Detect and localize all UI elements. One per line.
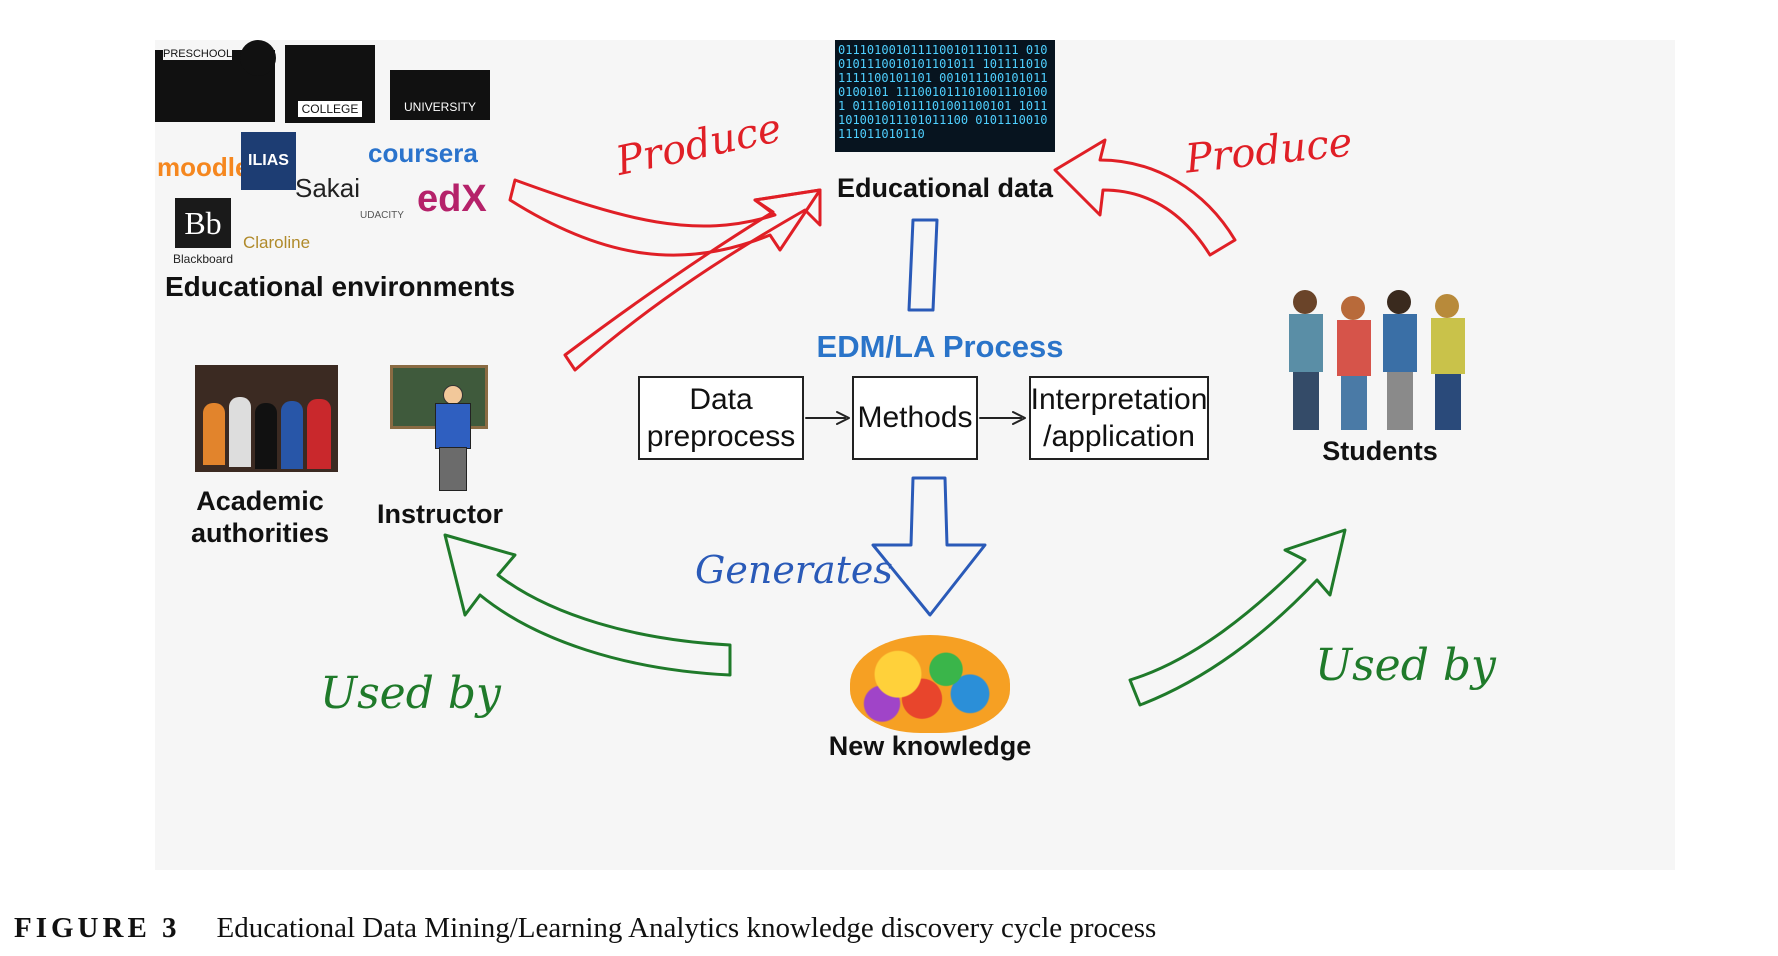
educational-data-label: Educational data — [836, 173, 1054, 203]
produce-arrow-right — [1053, 138, 1237, 257]
used-by-arrow-left — [443, 533, 732, 677]
claroline-logo: Claroline — [243, 233, 311, 252]
instructor-figure-icon — [432, 385, 472, 493]
students-group-icon — [1285, 290, 1475, 432]
arrow-layer — [443, 138, 1347, 707]
udacity-logo: UDACITY — [360, 210, 404, 221]
diagram-figure: PRESCHOOL COLLEGE UNIVERSITY moodle ILIA… — [155, 40, 1675, 870]
produce-arrow-left — [508, 178, 822, 257]
ilias-logo: ILIAS — [241, 132, 296, 190]
binary-data-text: 0111010010111100101110111 01001011100101… — [838, 43, 1048, 141]
process-connector-arrow — [907, 218, 939, 312]
edx-logo: edX — [417, 178, 487, 220]
edm-la-process-title: EDM/LA Process — [816, 329, 1064, 364]
preschool-label: PRESCHOOL — [163, 48, 233, 60]
blackboard-logo: Bb — [175, 198, 231, 248]
academic-authorities-photo — [195, 365, 338, 472]
figure-caption-text: Educational Data Mining/Learning Analyti… — [216, 912, 1157, 944]
blackboard-label: Blackboard — [173, 252, 234, 266]
flow-arrow-1 — [805, 411, 850, 425]
college-label: COLLEGE — [297, 101, 363, 117]
data-preprocess-box: Data preprocess — [638, 376, 804, 460]
generates-label: Generates — [695, 548, 893, 592]
moodle-logo: moodle — [157, 152, 250, 182]
students-label: Students — [1322, 436, 1438, 466]
used-by-label-left: Used by — [320, 668, 501, 719]
new-knowledge-label: New knowledge — [828, 731, 1032, 761]
figure-caption: FIGURE 3 Educational Data Mining/Learning… — [14, 912, 1714, 945]
instructor-label: Instructor — [376, 499, 503, 529]
college-building-icon: COLLEGE — [285, 45, 375, 123]
sakai-logo: Sakai — [295, 173, 361, 203]
figure-number: FIGURE 3 — [14, 912, 181, 944]
produce-arrow-lower — [563, 188, 822, 372]
tree-icon — [240, 40, 276, 76]
generates-arrow — [871, 476, 987, 617]
university-label: UNIVERSITY — [403, 100, 476, 114]
binary-data-image: 0111010010111100101110111 01001011100101… — [835, 40, 1055, 152]
academic-authorities-label: Academic authorities — [190, 486, 330, 549]
university-building-icon: UNIVERSITY — [390, 70, 490, 120]
used-by-label-right: Used by — [1315, 640, 1496, 691]
flow-arrow-2 — [979, 411, 1026, 425]
coursera-logo: coursera — [368, 138, 478, 168]
methods-box: Methods — [852, 376, 978, 460]
educational-environments-label: Educational environments — [165, 271, 516, 302]
used-by-arrow-right — [1128, 528, 1347, 707]
knowledge-brain-icon — [850, 635, 1010, 733]
interpretation-application-box: Interpretation /application — [1029, 376, 1209, 460]
